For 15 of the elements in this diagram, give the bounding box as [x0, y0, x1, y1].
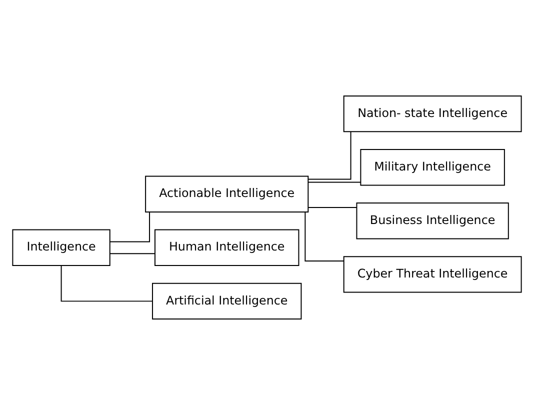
- connector: [60, 264, 153, 302]
- node-box: Human Intelligence: [154, 228, 300, 266]
- node-box: Cyber Threat Intelligence: [343, 256, 522, 292]
- node-box: Nation- state Intelligence: [343, 94, 522, 132]
- connector: [110, 211, 150, 242]
- node-box: Actionable Intelligence: [145, 175, 309, 212]
- node-box: Intelligence: [12, 228, 110, 266]
- connector: [308, 206, 358, 208]
- node-box: Business Intelligence: [356, 202, 509, 239]
- connector: [308, 130, 352, 180]
- node-box: Military Intelligence: [360, 148, 505, 186]
- connector: [304, 211, 344, 262]
- node-box: Artificial Intelligence: [152, 282, 302, 320]
- connector: [308, 181, 362, 182]
- connector: [110, 252, 156, 254]
